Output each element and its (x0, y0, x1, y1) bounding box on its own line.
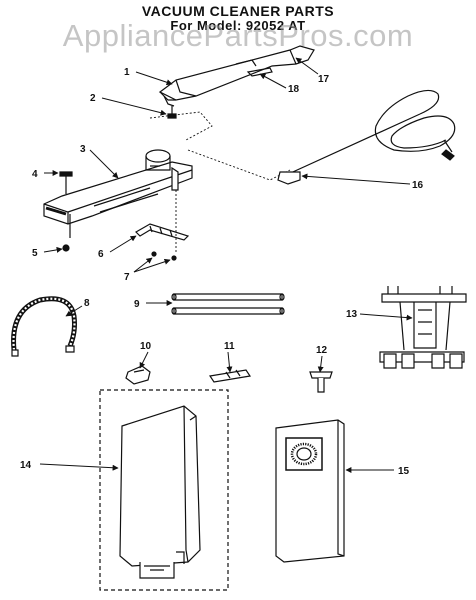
callout-6: 6 (98, 249, 104, 260)
washer-part (62, 244, 70, 252)
flexible-hose-part (11, 296, 77, 357)
callout-17: 17 (318, 74, 330, 85)
clip-part (135, 223, 190, 241)
upholstery-tool-part (208, 369, 252, 383)
callout-13: 13 (346, 309, 358, 320)
callout-1: 1 (124, 67, 130, 78)
callout-11: 11 (224, 341, 235, 352)
callout-15: 15 (398, 466, 410, 477)
callout-7: 7 (124, 272, 130, 283)
callout-10: 10 (140, 341, 152, 352)
callout-4: 4 (32, 169, 38, 180)
power-cord-part (277, 89, 456, 185)
bag-cartridge-part (275, 419, 345, 563)
callout-12: 12 (316, 345, 328, 356)
crevice-tool-part (125, 365, 151, 385)
screw-part (167, 106, 177, 119)
callout-leaders (39, 57, 413, 473)
callout-5: 5 (32, 248, 38, 259)
bag-holder-frame-part (379, 286, 467, 369)
callout-14: 14 (20, 460, 32, 471)
callout-3: 3 (80, 144, 86, 155)
vacuum-bag-part (99, 389, 229, 591)
model-subtitle: For Model: 92052 AT (170, 18, 306, 33)
diagram-title: VACUUM CLEANER PARTS (141, 3, 335, 19)
callout-8: 8 (84, 298, 90, 309)
callout-18: 18 (288, 84, 300, 95)
callout-9: 9 (134, 299, 140, 310)
callout-2: 2 (90, 93, 96, 104)
wand-handle-part (158, 45, 315, 107)
dusting-brush-part (309, 371, 333, 393)
callout-16: 16 (412, 180, 424, 191)
screw-4-part (59, 171, 73, 194)
extension-tubes-part (171, 293, 285, 315)
nozzle-housing-part (43, 149, 193, 238)
small-screws-part (151, 190, 177, 261)
